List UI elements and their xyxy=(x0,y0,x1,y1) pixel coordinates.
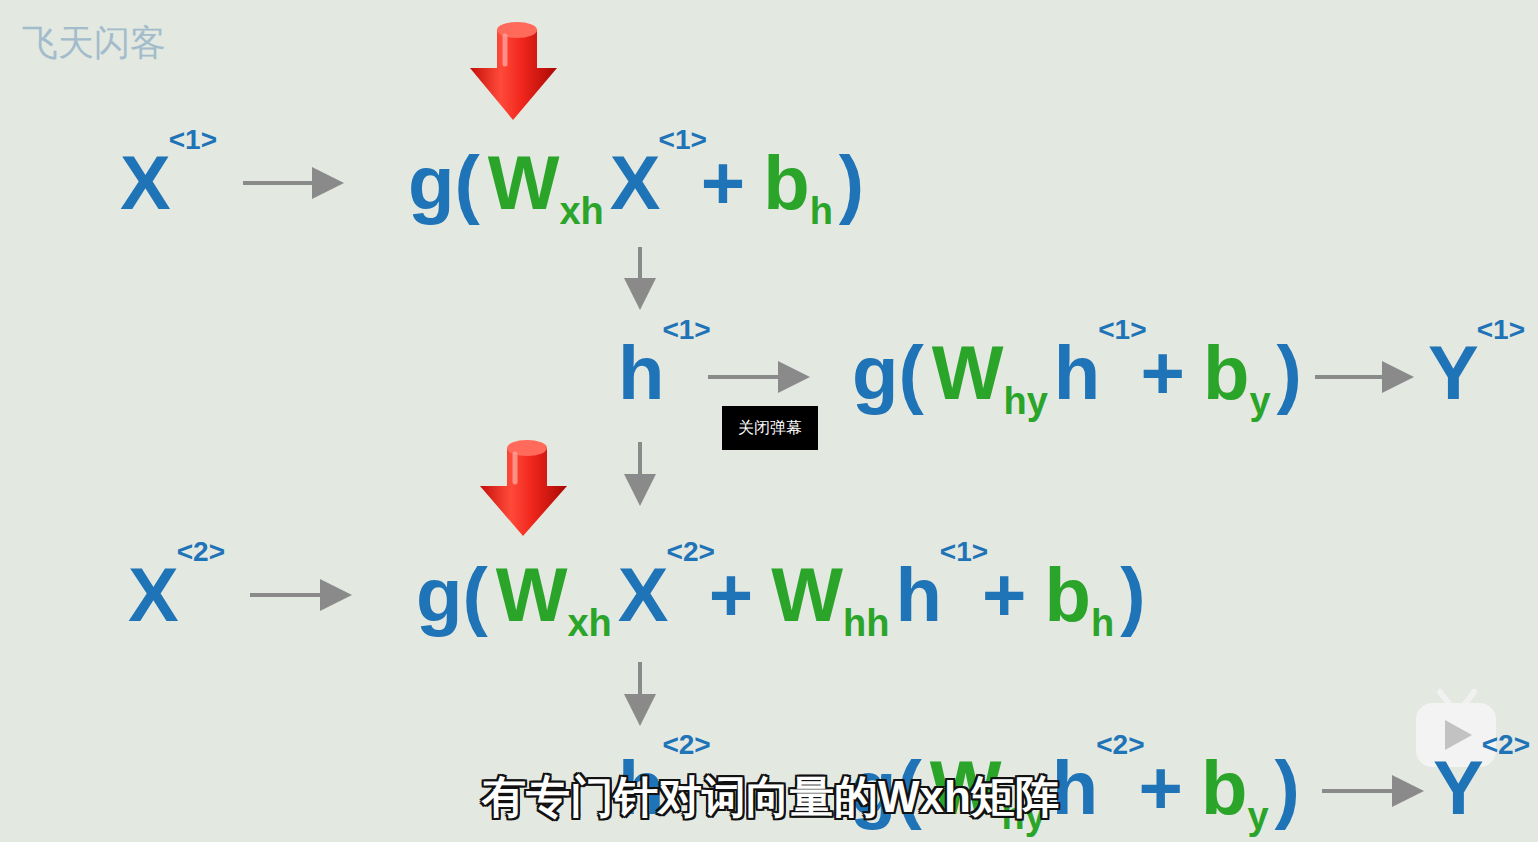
operator: + xyxy=(709,557,753,633)
red-arrow xyxy=(480,440,567,536)
flow-arrow xyxy=(250,593,340,597)
flow-arrow xyxy=(708,375,798,379)
flow-arrow xyxy=(243,181,332,185)
superscript: <1> xyxy=(659,126,707,154)
weight-symbol: W xyxy=(496,557,568,633)
superscript: <1> xyxy=(1477,316,1525,344)
red-arrow xyxy=(470,22,557,120)
subscript: hh xyxy=(843,604,889,642)
variable-symbol: h xyxy=(1054,335,1100,411)
flow-arrows xyxy=(243,183,1412,791)
flow-arrow xyxy=(638,247,642,298)
flow-arrow xyxy=(1315,375,1402,379)
icon-play xyxy=(1445,720,1472,750)
superscript: <2> xyxy=(1482,731,1530,759)
operator: + xyxy=(701,145,745,221)
button-box: 关闭弹幕 xyxy=(722,406,818,450)
weight-symbol: b xyxy=(1201,750,1247,826)
flow-arrow xyxy=(1322,789,1412,793)
button-label: 关闭弹幕 xyxy=(738,420,802,436)
function-close: ) xyxy=(1275,750,1300,826)
subscript: xh xyxy=(567,604,611,642)
function-close: ) xyxy=(839,145,864,221)
subscript: hy xyxy=(1003,382,1047,420)
superscript: <1> xyxy=(169,126,217,154)
weight-symbol: W xyxy=(488,145,560,221)
weight-symbol: b xyxy=(763,145,809,221)
operator: + xyxy=(1141,335,1185,411)
flow-arrow xyxy=(638,442,642,494)
red-arrow-body xyxy=(480,442,567,536)
weight-symbol: b xyxy=(1203,335,1249,411)
function-close: ) xyxy=(1277,335,1302,411)
subscript: h xyxy=(1091,604,1114,642)
superscript: <2> xyxy=(667,538,715,566)
function-open: g( xyxy=(852,335,924,411)
superscript: <2> xyxy=(1096,731,1144,759)
subscript: y xyxy=(1249,382,1270,420)
variable-symbol: X xyxy=(120,145,171,221)
function-open: g( xyxy=(416,557,488,633)
function-open: g( xyxy=(408,145,480,221)
superscript: <1> xyxy=(662,316,710,344)
variable-symbol: h xyxy=(618,335,664,411)
watermark: 飞天闪客 xyxy=(22,25,166,61)
red-arrow-shine xyxy=(503,36,508,64)
flow-arrow xyxy=(638,662,642,714)
weight-symbol: W xyxy=(932,335,1004,411)
superscript: <1> xyxy=(940,538,988,566)
superscript: <2> xyxy=(177,538,225,566)
red-arrow-body xyxy=(470,24,557,120)
variable-symbol: Y xyxy=(1428,335,1479,411)
operator: + xyxy=(982,557,1026,633)
weight-symbol: b xyxy=(1044,557,1090,633)
function-close: ) xyxy=(1120,557,1145,633)
subscript: xh xyxy=(559,192,603,230)
superscript: <1> xyxy=(1098,316,1146,344)
weight-symbol: W xyxy=(771,557,843,633)
subscript: y xyxy=(1247,797,1268,835)
red-arrow-shine xyxy=(513,454,518,482)
subscript: h xyxy=(810,192,833,230)
variable-symbol: X xyxy=(610,145,661,221)
variable-symbol: Y xyxy=(1433,750,1484,826)
variable-symbol: X xyxy=(618,557,669,633)
operator: + xyxy=(1139,750,1183,826)
superscript: <2> xyxy=(662,731,710,759)
subtitle: 有专门针对词向量的Wxh矩阵 xyxy=(482,775,1059,819)
variable-symbol: h xyxy=(895,557,941,633)
variable-symbol: X xyxy=(128,557,179,633)
